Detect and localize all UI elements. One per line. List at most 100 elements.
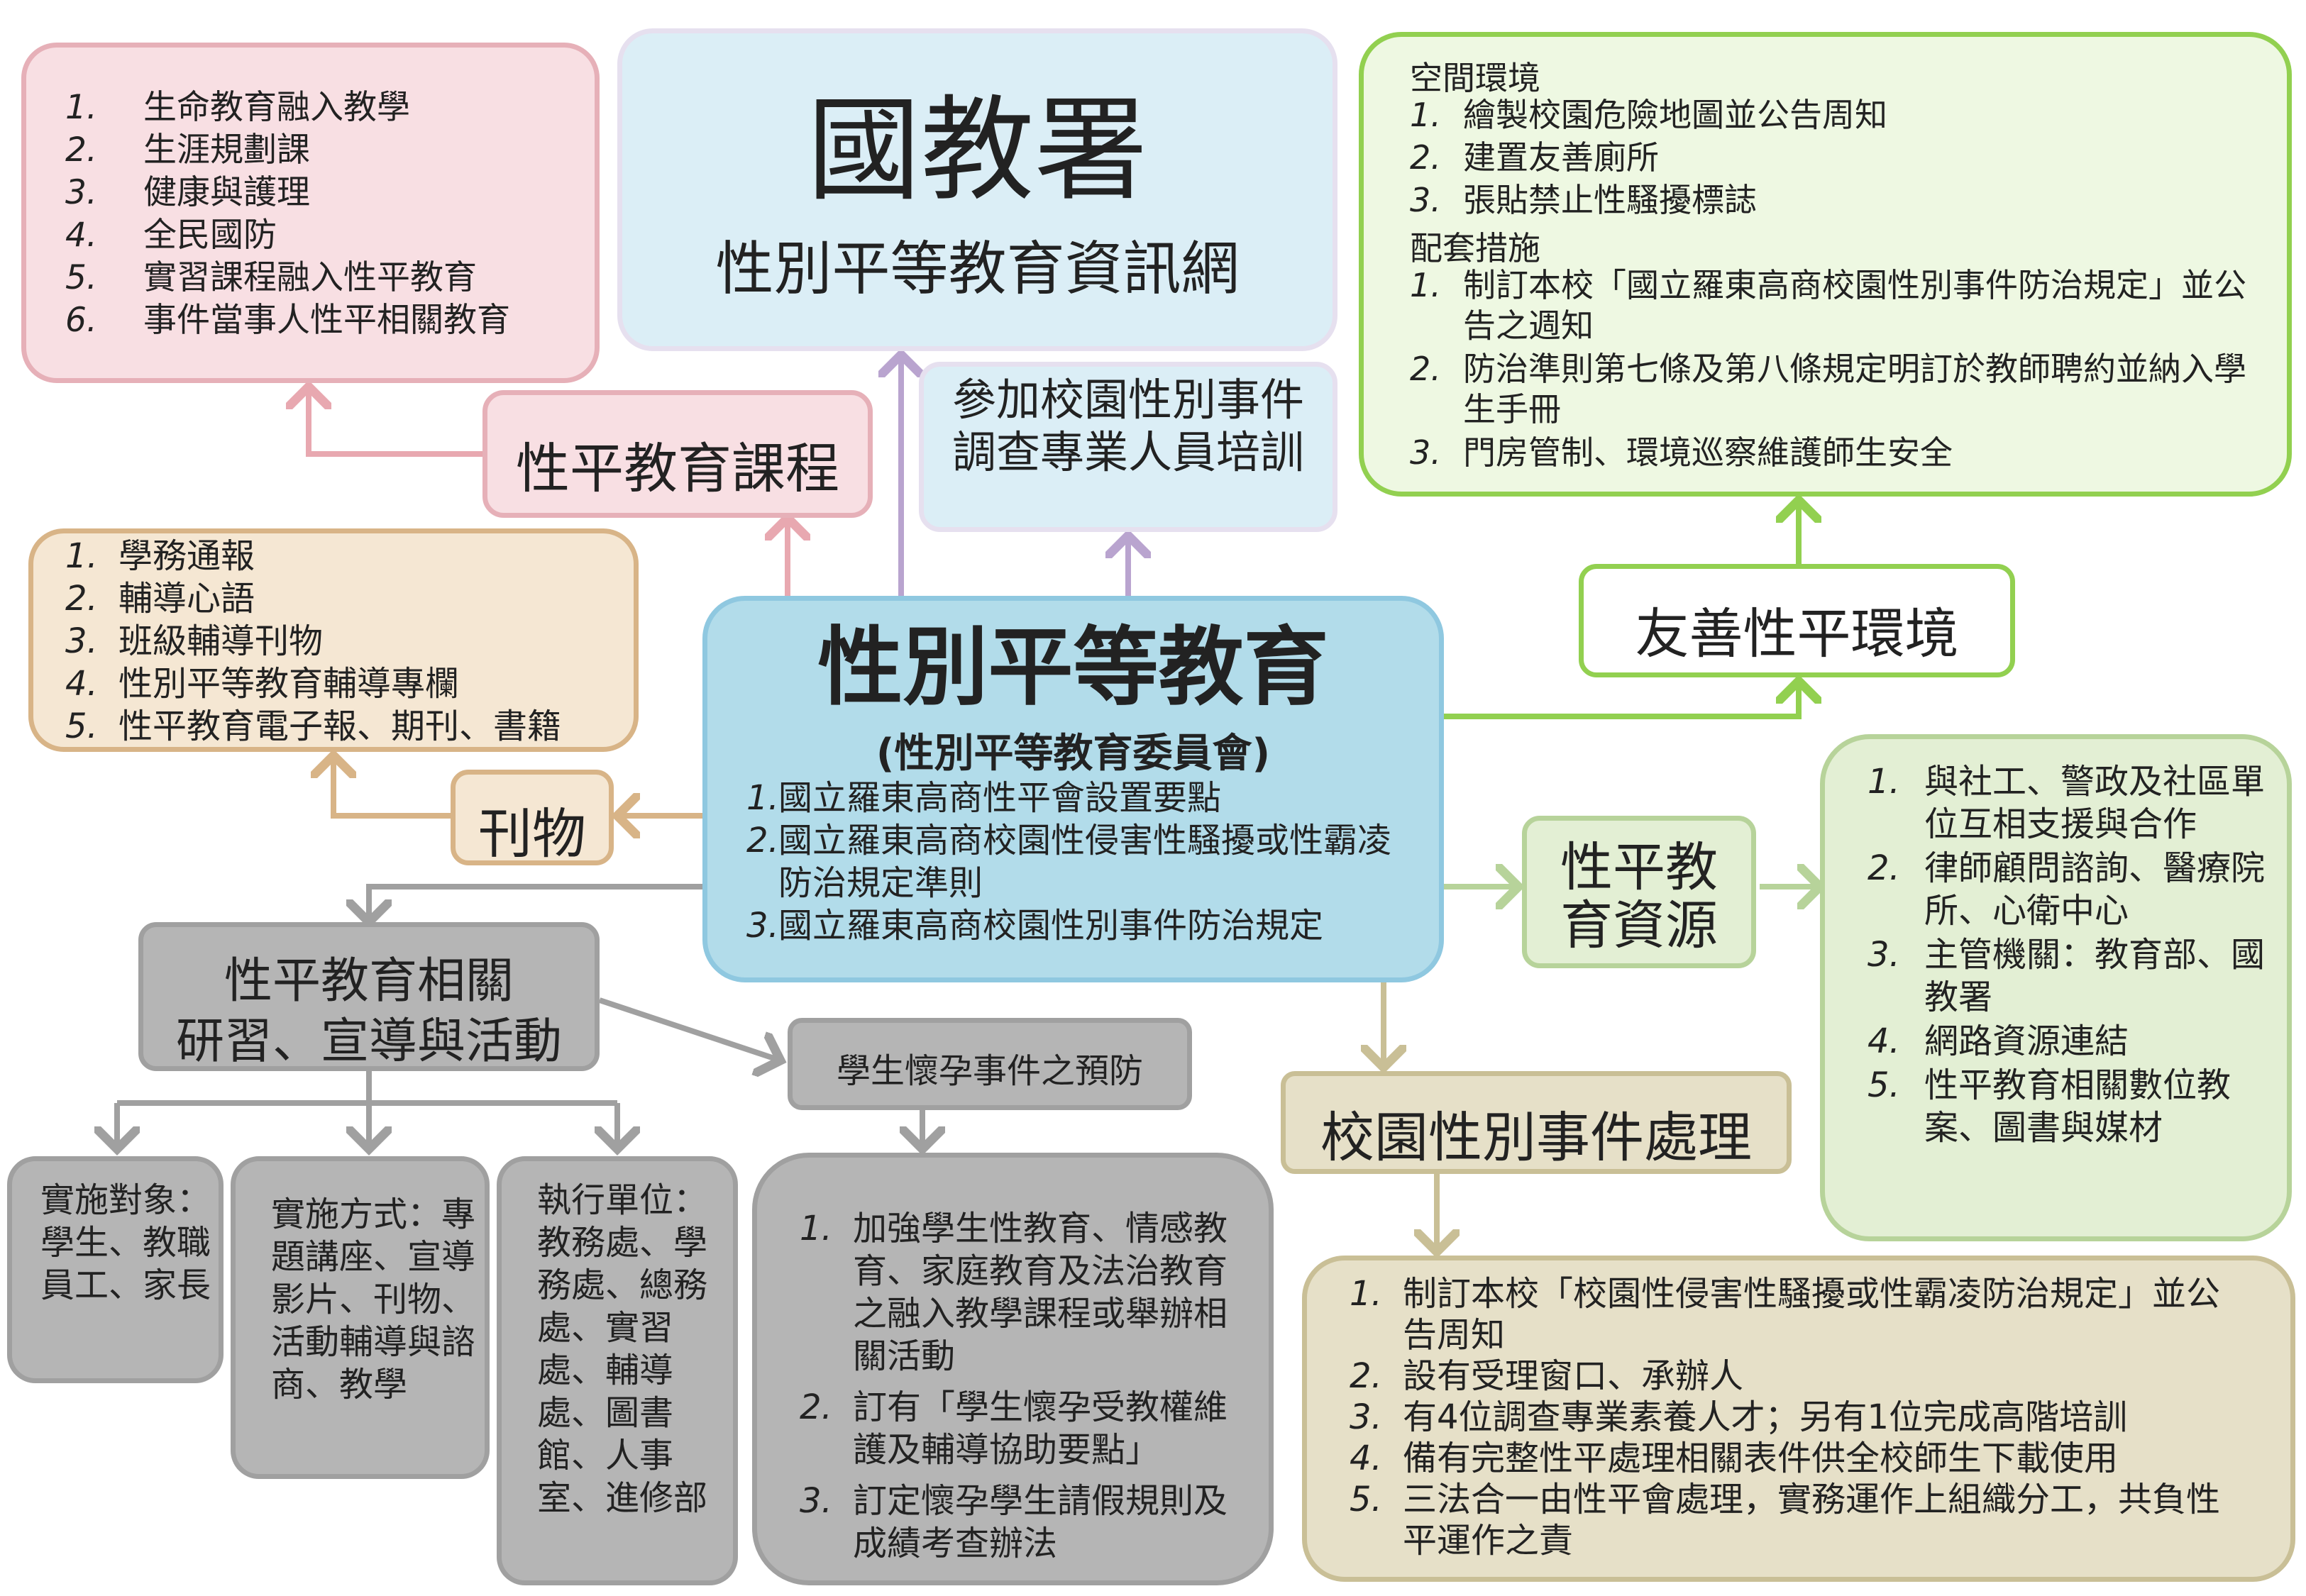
pregnancy-item-text: 加強學生性教育、情感教育、家庭教育及法治教育之融入教學課程或舉辦相關活動 <box>853 1209 1228 1376</box>
environment-measure-item-number: 3. <box>1410 433 1441 472</box>
environment-space-item-text: 張貼禁止性騷擾標誌 <box>1463 181 1757 219</box>
environment-measure-item-text: 門房管制、環境巡察維護師生安全 <box>1463 433 1953 472</box>
resource-item-text: 與社工、警政及社區單位互相支援與合作 <box>1924 762 2266 844</box>
curriculum-item: 3. 健康與護理 <box>65 172 510 214</box>
center-subtitle: (性別平等教育委員會) <box>876 731 1271 777</box>
arrow-activities-to-pregnancy <box>598 997 780 1060</box>
incident-item: 2.設有受理窗口、承辦人 <box>1350 1356 2244 1397</box>
publication-item-number: 1. <box>65 536 98 576</box>
arrow-center-to-activities <box>369 884 702 922</box>
curriculum-item-number: 5. <box>65 258 97 297</box>
curriculum-item-text: 全民國防 <box>143 216 277 255</box>
publication-item-text: 班級輔導刊物 <box>118 621 324 661</box>
resource-item: 5.性平教育相關數位教案、圖書與媒材 <box>1868 1064 2265 1149</box>
incident-item: 4.備有完整性平處理相關表件供全校師生下載使用 <box>1350 1438 2244 1479</box>
center-item-text: 國立羅東高商校園性侵害性騷擾或性霸凌防治規定準則 <box>778 821 1392 903</box>
publication-item-text: 輔導心語 <box>118 579 255 619</box>
curriculum-item: 5.實習課程融入性平教育 <box>65 257 510 299</box>
curriculum-item-number: 1. <box>65 88 97 127</box>
pregnancy-label: 學生懷孕事件之預防 <box>836 1051 1143 1091</box>
training-label: 參加校園性別事件調查專業人員培訓 <box>952 374 1305 478</box>
center-item-text: 國立羅東高商校園性別事件防治規定 <box>778 906 1324 946</box>
resource-item-number: 4. <box>1868 1021 1900 1061</box>
incident-item-text: 有4位調查專業素養人才；另有1位完成高階培訓 <box>1403 1397 2128 1437</box>
publication-item-text: 性別平等教育輔導專欄 <box>118 664 460 704</box>
top-subtitle: 性別平等教育資訊網 <box>715 235 1240 303</box>
curriculum-item: 1.生命教育融入教學 <box>65 87 510 129</box>
pregnancy-item-text: 訂有「學生懷孕受教權維護及輔導協助要點」 <box>853 1387 1228 1470</box>
resource-item: 3.主管機關：教育部、國教署 <box>1868 933 2265 1019</box>
curriculum-item-text: 事件當事人性平相關教育 <box>143 301 510 340</box>
environment-measure-item-text: 制訂本校「國立羅東高商校園性別事件防治規定」並公告之週知 <box>1463 266 2246 345</box>
center-item-text: 國立羅東高商性平會設置要點 <box>778 778 1222 818</box>
center-title: 性別平等教育 <box>817 619 1329 717</box>
top-box: 國教署 性別平等教育資訊網 <box>617 28 1337 351</box>
resource-item-number: 2. <box>1868 848 1900 888</box>
incident-label-box: 校園性別事件處理 <box>1281 1071 1792 1174</box>
units-text: 執行單位：教務處、學務處、總務處、實習處、輔導處、圖書館、人事室、進修部 <box>537 1180 708 1518</box>
publication-item: 4. 性別平等教育輔導專欄 <box>65 663 561 705</box>
incident-item-text: 備有完整性平處理相關表件供全校師生下載使用 <box>1403 1439 2119 1478</box>
activities-label-line2: 研習、宣導與活動 <box>175 1014 562 1070</box>
targets-box: 實施對象：學生、教職員工、家長 <box>7 1156 224 1383</box>
curriculum-item-text: 健康與護理 <box>143 173 310 212</box>
environment-measure-item: 2.防治準則第七條及第八條規定明訂於教師聘約並納入學生手冊 <box>1410 349 2247 430</box>
incident-label: 校園性別事件處理 <box>1320 1106 1752 1169</box>
resource-item-number: 1. <box>1868 762 1900 802</box>
pregnancy-item: 1.加強學生性教育、情感教育、家庭教育及法治教育之融入教學課程或舉辦相關活動 <box>800 1207 1254 1378</box>
pregnancy-item: 2.訂有「學生懷孕受教權維護及輔導協助要點」 <box>800 1386 1254 1471</box>
resources-label: 性平教育資源 <box>1560 837 1718 956</box>
resource-item-text: 律師顧問諮詢、醫療院所、心衛中心 <box>1924 848 2266 931</box>
environment-space-item-number: 3. <box>1410 181 1441 219</box>
resources-label-box: 性平教育資源 <box>1522 816 1756 968</box>
environment-label: 友善性平環境 <box>1635 602 1959 665</box>
arrow-center-to-environment <box>1444 681 1799 719</box>
environment-measure-item-number: 1. <box>1410 266 1441 304</box>
curriculum-label-box: 性平教育課程 <box>482 390 873 518</box>
publications-label-box: 刊物 <box>451 770 614 865</box>
publication-item: 3.班級輔導刊物 <box>65 620 561 663</box>
publication-item: 1. 學務通報 <box>65 535 561 577</box>
curriculum-label: 性平教育課程 <box>516 437 839 500</box>
environment-space-item: 1.繪製校園危險地圖並公告周知 <box>1410 94 2247 136</box>
incident-item: 3. 有4位調查專業素養人才；另有1位完成高階培訓 <box>1350 1397 2244 1438</box>
units-box: 執行單位：教務處、學務處、總務處、實習處、輔導處、圖書館、人事室、進修部 <box>497 1156 738 1585</box>
pregnancy-label-box: 學生懷孕事件之預防 <box>788 1018 1192 1110</box>
publication-item-text: 學務通報 <box>118 536 255 576</box>
center-item: 3.國立羅東高商校園性別事件防治規定 <box>746 904 1420 947</box>
incident-item-number: 3. <box>1350 1397 1382 1437</box>
incident-item-number: 5. <box>1350 1480 1382 1519</box>
curriculum-item-number: 6. <box>65 301 97 340</box>
curriculum-item: 2.生涯規劃課 <box>65 129 510 172</box>
publications-label: 刊物 <box>478 802 586 865</box>
curriculum-item-number: 3. <box>65 173 97 212</box>
arrow-publications-to-list <box>333 755 451 819</box>
resource-item-text: 網路資源連結 <box>1924 1021 2129 1061</box>
publication-item: 2.輔導心語 <box>65 577 561 620</box>
resource-item-number: 3. <box>1868 935 1900 975</box>
curriculum-item-text: 生涯規劃課 <box>143 131 310 170</box>
incident-item-text: 三法合一由性平會處理，實務運作上組織分工，共負性平運作之責 <box>1403 1480 2221 1561</box>
targets-text: 實施對象：學生、教職員工、家長 <box>40 1180 211 1305</box>
environment-measure-item: 3. 門房管制、環境巡察維護師生安全 <box>1410 433 2247 473</box>
center-item: 1.國立羅東高商性平會設置要點 <box>746 777 1420 819</box>
publication-item-number: 4. <box>65 664 98 704</box>
publication-item: 5.性平教育電子報、期刊、書籍 <box>65 705 561 748</box>
pregnancy-item: 3.訂定懷孕學生請假規則及成績考查辦法 <box>800 1480 1254 1565</box>
environment-space-item: 3. 張貼禁止性騷擾標誌 <box>1410 179 2247 221</box>
curriculum-item-number: 4. <box>65 216 97 255</box>
